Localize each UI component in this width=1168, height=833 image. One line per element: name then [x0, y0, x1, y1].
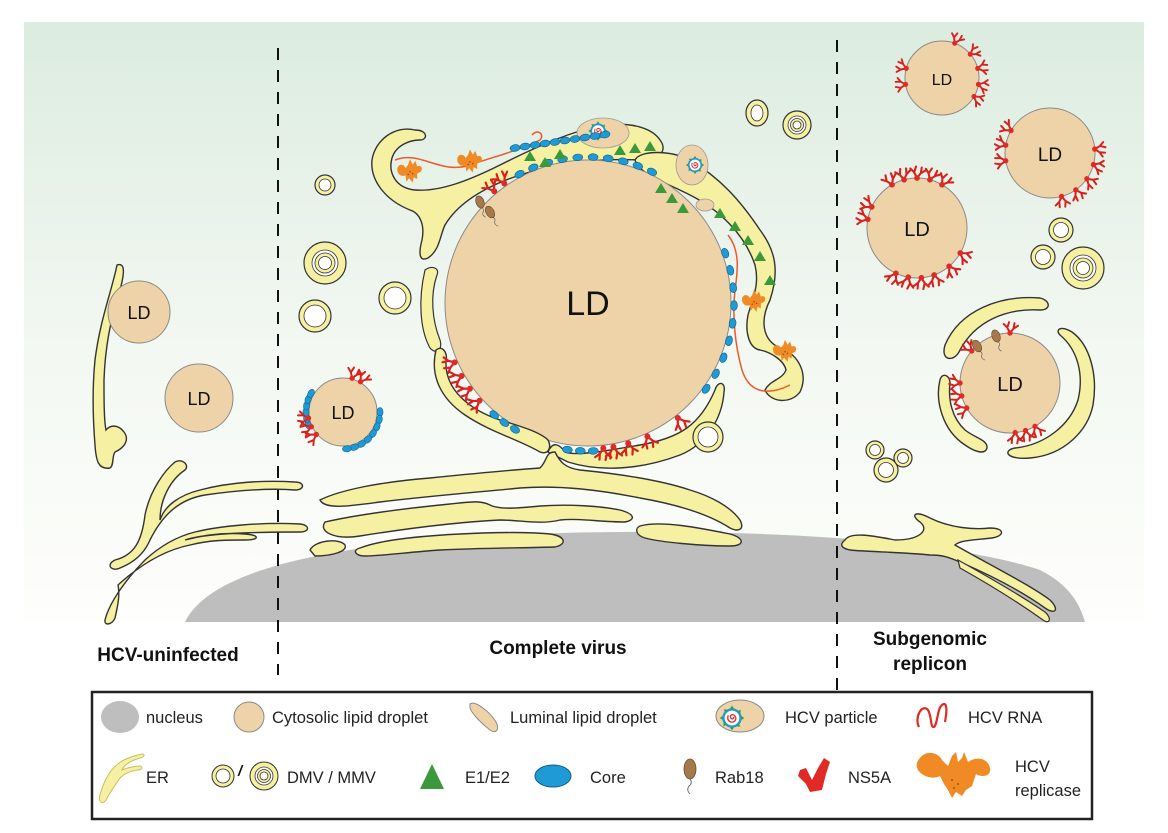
legend-item-rab18: Rab18: [683, 758, 764, 795]
luminal-lipid-droplet: [695, 198, 715, 212]
luminal-lipid-droplet-icon: [469, 702, 499, 733]
svg-text:/: /: [237, 763, 244, 780]
lipid-droplet: [164, 363, 234, 433]
mmv-vesicle: [782, 110, 812, 140]
svg-text:HCV particle: HCV particle: [785, 709, 878, 727]
legend-item-e1e2: E1/E2: [420, 764, 510, 789]
svg-text:Luminal lipid droplet: Luminal lipid droplet: [510, 709, 657, 727]
legend-item-hcv-particle: HCV particle: [715, 699, 878, 733]
er-sheet: [354, 531, 564, 557]
dmv-vesicle: [314, 174, 336, 196]
dmv-budding: [378, 266, 442, 352]
legend-item-ns5a: NS5A: [798, 758, 891, 792]
lipid-droplet: [904, 40, 980, 116]
label-subgenomic: Subgenomic: [873, 629, 987, 650]
nucleus: [185, 531, 1085, 622]
dmv-vesicle: [692, 421, 724, 453]
legend-item-hcv-rna: HCV RNA: [916, 702, 1042, 729]
dmv-vesicle: [1030, 244, 1056, 270]
ld-label: LD: [1038, 145, 1062, 166]
core-protein: [587, 153, 599, 161]
rab18-icon: [683, 758, 697, 795]
region-replicon: LD LD LD LD: [841, 30, 1108, 623]
core-protein: [574, 446, 586, 455]
er-tubule: [957, 558, 1050, 623]
dmv-vesicle: [298, 299, 332, 333]
e1-e2-icon: [420, 764, 444, 789]
legend: nucleus Cytosolic lipid droplet Luminal …: [90, 690, 1094, 821]
svg-text:E1/E2: E1/E2: [465, 769, 510, 787]
dmv-vesicle: [745, 99, 769, 127]
ld-label: LD: [187, 389, 210, 409]
svg-text:HCV RNA: HCV RNA: [968, 709, 1042, 727]
ld-label: LD: [932, 72, 952, 89]
er-fragment: [309, 540, 346, 557]
er-fragment: [636, 523, 742, 547]
hcv-particle-icon: [715, 699, 765, 733]
mmv-vesicle: [303, 241, 347, 285]
legend-item-hcv-replicase: HCV replicase: [916, 752, 1081, 800]
svg-text:ER: ER: [146, 769, 169, 787]
lipid-droplet: [1004, 107, 1096, 199]
ns5a-icon: [798, 758, 830, 792]
svg-text:nucleus: nucleus: [146, 709, 203, 727]
cytosolic-lipid-droplet-icon: [233, 701, 265, 733]
ld-label: LD: [127, 303, 150, 323]
ld-label: LD: [331, 403, 354, 423]
label-hcv-uninfected: HCV-uninfected: [97, 645, 238, 666]
label-complete-virus: Complete virus: [489, 638, 626, 659]
er-sheet: [322, 501, 633, 538]
nucleus-icon: [101, 701, 139, 733]
svg-text:HCV: HCV: [1015, 758, 1050, 776]
legend-item-er: ER: [99, 753, 169, 803]
dmv-vesicle: [873, 457, 899, 483]
hcv-rna: [394, 131, 543, 169]
legend-item-cytosolic-ld: Cytosolic lipid droplet: [233, 701, 428, 733]
core-icon: [534, 764, 572, 788]
mmv-vesicle: [1061, 246, 1105, 290]
dmv-vesicle: [865, 440, 885, 460]
er-arc: [937, 374, 988, 453]
legend-item-dmv-mmv: / DMV / MMV: [211, 761, 376, 791]
er-arm-upper-right: [634, 151, 804, 402]
svg-text:DMV / MMV: DMV / MMV: [287, 769, 376, 787]
ld-label: LD: [997, 374, 1023, 396]
er-icon: [99, 753, 145, 803]
lipid-droplet: [107, 280, 171, 344]
hcv-rna-icon: [916, 702, 948, 729]
svg-text:replicase: replicase: [1015, 782, 1081, 800]
legend-item-core: Core: [534, 764, 626, 788]
er-tubule: [109, 460, 304, 570]
er-tubule: [104, 522, 309, 625]
region-complete-virus: LD LD: [295, 99, 812, 557]
ld-label: LD: [566, 285, 609, 323]
dmv-vesicle: [1048, 217, 1074, 243]
hcv-rna: [727, 234, 791, 392]
svg-text:Rab18: Rab18: [715, 769, 764, 787]
label-replicon: replicon: [893, 654, 967, 675]
region-uninfected: LD LD: [92, 263, 309, 625]
ld-label: LD: [904, 219, 930, 241]
dmv-vesicle: [893, 448, 913, 468]
core-protein: [730, 300, 738, 311]
er-sheet: [841, 513, 1057, 612]
dmv-mmv-icon: /: [211, 761, 279, 791]
core-protein: [587, 447, 599, 455]
svg-text:NS5A: NS5A: [848, 769, 891, 787]
er-arc: [943, 296, 1049, 360]
svg-text:Core: Core: [590, 769, 626, 787]
legend-item-nucleus: nucleus: [101, 701, 203, 733]
er-tubule: [92, 263, 128, 469]
legend-item-luminal-ld: Luminal lipid droplet: [469, 702, 657, 733]
er-sheet: [319, 451, 743, 531]
hcv-replicase-icon: [916, 752, 991, 798]
er-arc: [1007, 327, 1096, 459]
svg-text:Cytosolic lipid droplet: Cytosolic lipid droplet: [272, 709, 428, 727]
